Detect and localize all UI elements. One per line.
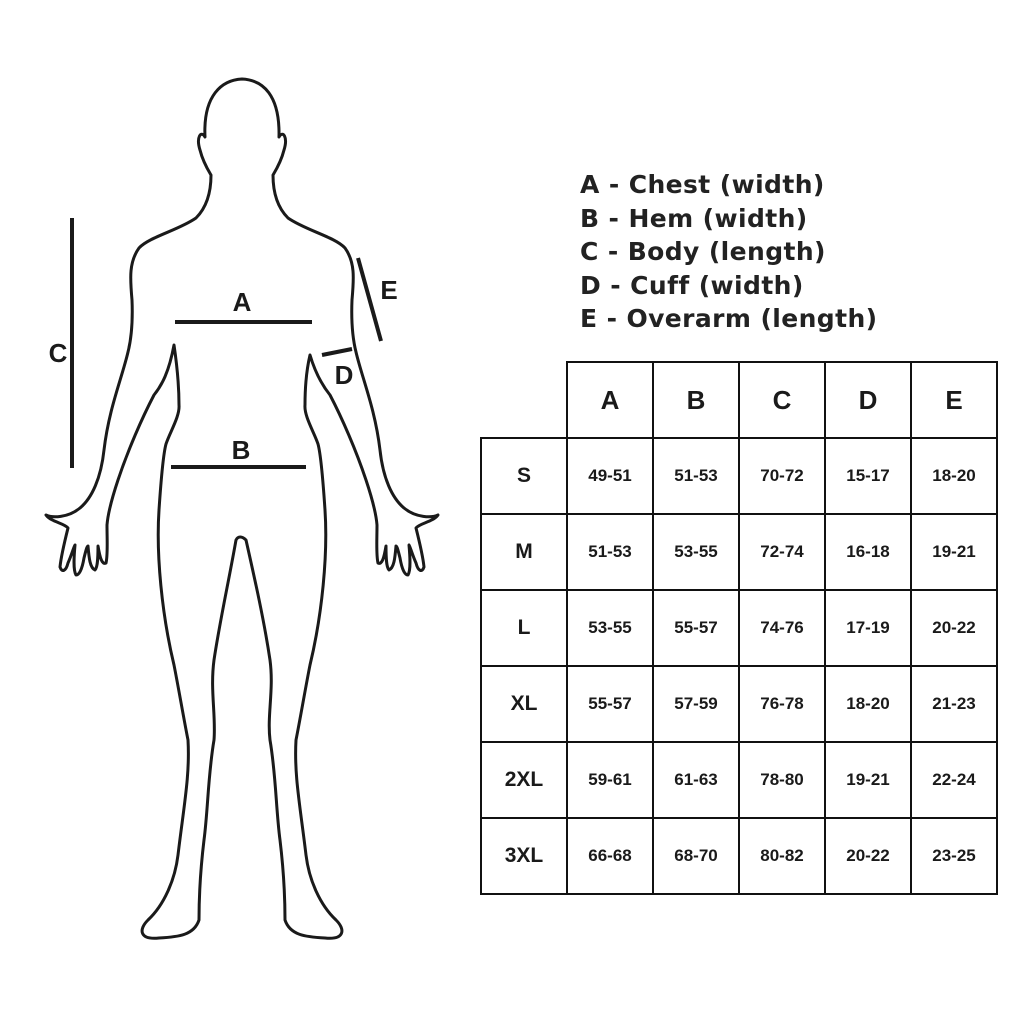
marker-d: D: [335, 360, 354, 390]
table-cell: 72-74: [738, 513, 826, 591]
table-cell: 74-76: [738, 589, 826, 667]
table-cell: 59-61: [566, 741, 654, 819]
body-outline: [44, 77, 440, 940]
table-cell: 15-17: [824, 437, 912, 515]
table-cell: 78-80: [738, 741, 826, 819]
column-header-c: C: [738, 361, 826, 439]
table-cell: 18-20: [910, 437, 998, 515]
table-cell: 51-53: [652, 437, 740, 515]
column-header-a: A: [566, 361, 654, 439]
table-cell: 49-51: [566, 437, 654, 515]
table-corner-cell: [481, 362, 568, 439]
table-cell: 57-59: [652, 665, 740, 743]
table-cell: 68-70: [652, 817, 740, 895]
size-label: XL: [480, 665, 568, 743]
column-header-b: B: [652, 361, 740, 439]
column-header-d: D: [824, 361, 912, 439]
table-cell: 80-82: [738, 817, 826, 895]
size-label: 2XL: [480, 741, 568, 819]
legend-item-body: C - Body (length): [580, 237, 826, 266]
table-cell: 53-55: [566, 589, 654, 667]
legend-item-overarm: E - Overarm (length): [580, 304, 878, 333]
size-chart-table: A B C D E S 49-51 51-53 70-72 15-17 18-2…: [480, 361, 998, 895]
legend-item-cuff: D - Cuff (width): [580, 270, 804, 300]
marker-c: C: [49, 338, 68, 368]
table-cell: 61-63: [652, 741, 740, 819]
table-row: 2XL 59-61 61-63 78-80 19-21 22-24: [480, 741, 998, 819]
marker-b: B: [232, 435, 251, 465]
table-row: XL 55-57 57-59 76-78 18-20 21-23: [480, 665, 998, 743]
table-cell: 55-57: [566, 665, 654, 743]
legend-item-chest: A - Chest (width): [580, 170, 825, 199]
table-cell: 20-22: [910, 589, 998, 667]
table-header-row: A B C D E: [481, 361, 998, 439]
table-cell: 23-25: [910, 817, 998, 895]
table-row: 3XL 66-68 68-70 80-82 20-22 23-25: [480, 817, 998, 895]
measure-line-e: [356, 257, 383, 342]
table-cell: 66-68: [566, 817, 654, 895]
table-cell: 16-18: [824, 513, 912, 591]
table-cell: 20-22: [824, 817, 912, 895]
size-label: 3XL: [480, 817, 568, 895]
table-cell: 19-21: [824, 741, 912, 819]
table-cell: 51-53: [566, 513, 654, 591]
size-label: L: [480, 589, 568, 667]
table-cell: 17-19: [824, 589, 912, 667]
table-cell: 22-24: [910, 741, 998, 819]
measure-line-d: [321, 347, 353, 357]
measurement-legend: A - Chest (width) B - Hem (width) C - Bo…: [580, 168, 877, 336]
table-cell: 76-78: [738, 665, 826, 743]
marker-a: A: [233, 287, 252, 317]
table-cell: 21-23: [910, 665, 998, 743]
table-row: M 51-53 53-55 72-74 16-18 19-21: [480, 513, 998, 591]
size-label: S: [480, 437, 568, 515]
table-row: L 53-55 55-57 74-76 17-19 20-22: [480, 589, 998, 667]
table-cell: 19-21: [910, 513, 998, 591]
table-cell: 53-55: [652, 513, 740, 591]
legend-item-hem: B - Hem (width): [580, 203, 808, 233]
marker-e: E: [380, 275, 397, 305]
table-row: S 49-51 51-53 70-72 15-17 18-20: [480, 437, 998, 515]
table-cell: 55-57: [652, 589, 740, 667]
column-header-e: E: [910, 361, 998, 439]
size-label: M: [480, 513, 568, 591]
table-cell: 18-20: [824, 665, 912, 743]
table-cell: 70-72: [738, 437, 826, 515]
